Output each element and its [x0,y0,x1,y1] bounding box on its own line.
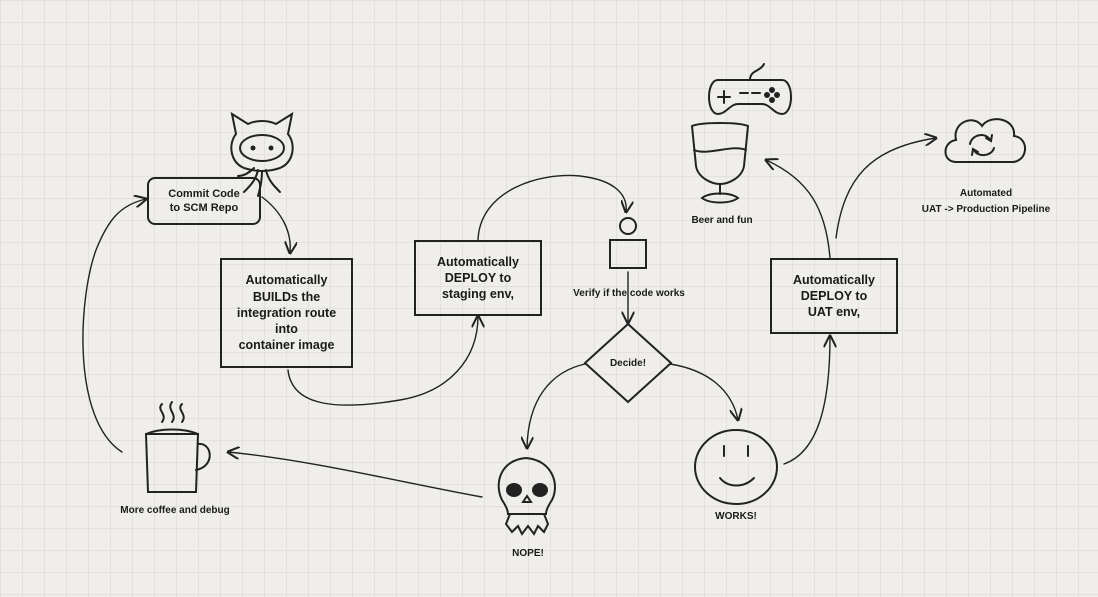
arrow-uat-to-beer [766,160,831,259]
arrow-decide-to-works [669,363,738,420]
cloud-sync-icon [940,108,1030,168]
deploy-uat-box: Automatically DEPLOY to UAT env, [770,258,898,334]
coffee-mug-icon [140,400,220,500]
arrow-decide-to-nope [527,363,586,448]
pipeline-label: Automated UAT -> Production Pipeline [921,188,1051,215]
arrow-build-to-staging [287,316,478,406]
beer-label: Beer and fun [691,215,753,226]
arrow-uat-to-cloud [835,138,936,239]
decide-label: Decide! [609,358,647,369]
works-label: WORKS! [715,511,757,522]
person-icon [604,214,652,272]
coffee-label: More coffee and debug [120,505,230,516]
smiley-face-icon [692,426,782,508]
nope-label: NOPE! [512,548,544,559]
skull-icon [492,454,562,540]
deploy-staging-box: Automatically DEPLOY to staging env, [414,240,542,316]
arrow-staging-to-person [477,174,626,241]
build-box: Automatically BUILDs the integration rou… [220,258,353,368]
commit-code-box: Commit Code to SCM Repo [147,177,261,225]
game-controller-icon [704,60,796,118]
github-octocat-icon [222,108,302,198]
arrow-nope-to-coffee [228,452,483,498]
arrow-works-to-uat [783,336,830,465]
arrow-commit-to-build [261,196,290,253]
arrow-coffee-to-commit [82,199,146,453]
decide-diamond [583,322,673,404]
wine-glass-icon [688,120,752,206]
verify-label: Verify if the code works [573,288,685,299]
